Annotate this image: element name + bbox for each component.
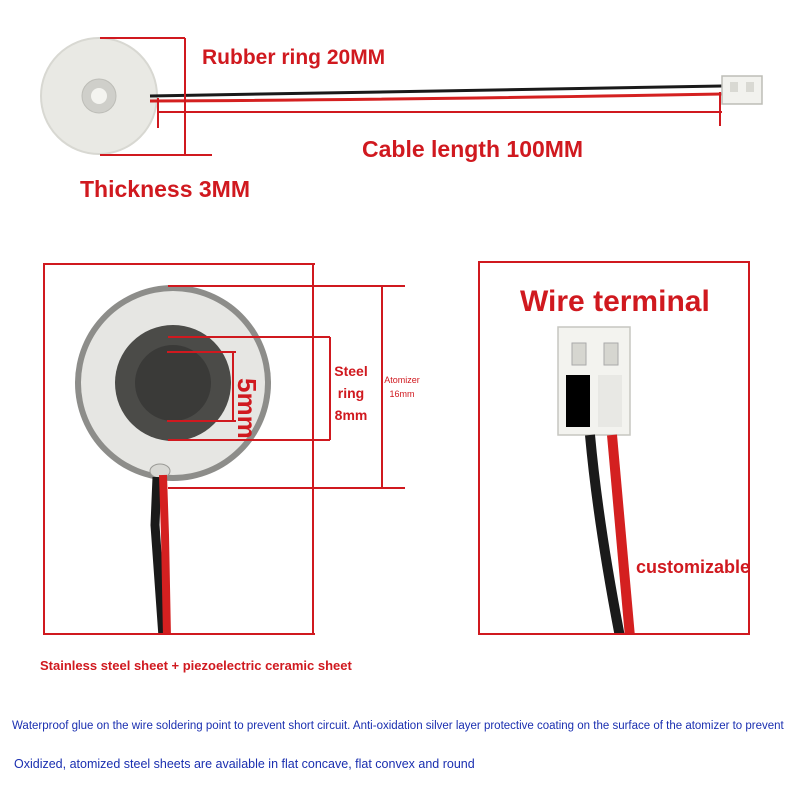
terminal-red-wire — [607, 434, 635, 633]
atomizer-black-wire — [150, 476, 168, 633]
steel-ring-label-line1: Steel — [334, 363, 368, 379]
atomizer-size-label-line2: 16mm — [389, 389, 415, 399]
steel-ring-label-line2: ring — [337, 385, 365, 401]
atomizer-size-label-line1: Atomizer — [384, 375, 420, 385]
wire-connector — [721, 75, 763, 105]
atomizer-size-label: Atomizer 16mm — [384, 373, 420, 401]
top-product-illustration — [40, 37, 763, 156]
thickness-label: Thickness 3MM — [80, 176, 250, 202]
description-line-1: Waterproof glue on the wire soldering po… — [12, 720, 784, 732]
steel-ring-label-line3: 8mm — [334, 407, 368, 423]
wire-terminal-panel: Wire terminal customizable — [478, 261, 750, 635]
atomizer-disc-illustration — [75, 285, 271, 633]
description-line-2: Oxidized, atomized steel sheets are avai… — [14, 757, 475, 771]
cable-length-label: Cable length 100MM — [362, 136, 584, 162]
black-wire — [149, 84, 723, 98]
atomizer-red-wire — [159, 474, 171, 633]
red-wire — [149, 92, 723, 103]
rubber-ring-label: Rubber ring 20MM — [202, 46, 386, 69]
material-caption: Stainless steel sheet + piezoelectric ce… — [40, 658, 352, 673]
steel-ring-label: Steel ring 8mm — [334, 360, 368, 426]
customizable-label: customizable — [636, 557, 750, 577]
atomizer-dimension-panel — [43, 263, 315, 635]
terminal-black-wire — [585, 434, 625, 633]
inner-dimension-label: 5mm — [232, 378, 262, 439]
wire-terminal-title: Wire terminal — [520, 285, 710, 318]
wire-terminal-illustration — [557, 326, 635, 633]
